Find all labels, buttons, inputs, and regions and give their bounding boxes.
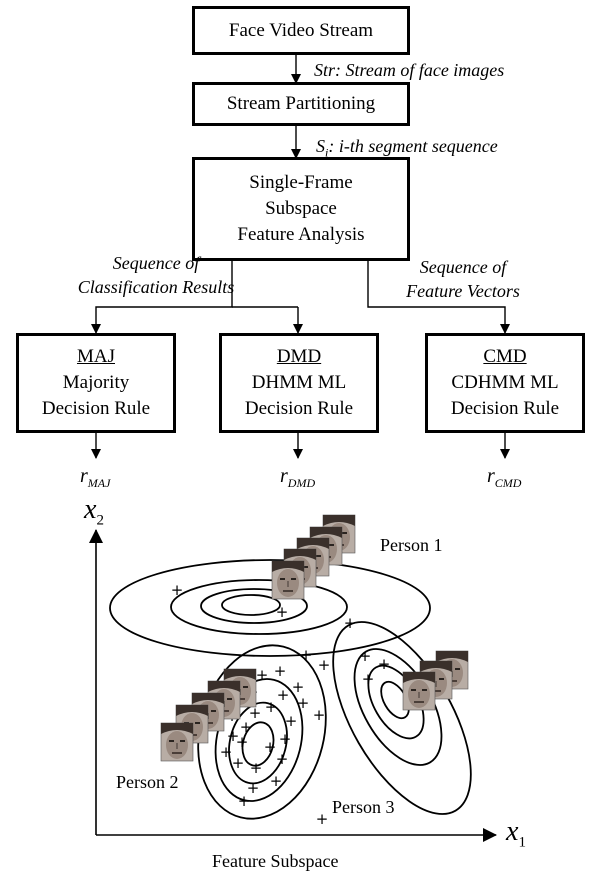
feature-analysis-box: Single-Frame Subspace Feature Analysis [192,157,410,261]
rule-abbr: CMD [483,346,527,367]
person-1-cluster [109,559,431,657]
svg-text:+: + [227,727,240,745]
stream-label: Str: Stream of face images [314,60,505,80]
result-cmd: rCMD [487,465,522,490]
box-label-line: Single-Frame [249,172,353,193]
svg-text:+: + [300,646,313,664]
result-dmd: rDMD [280,465,316,490]
svg-text:+: + [285,712,298,730]
svg-text:+: + [277,686,290,704]
face-video-stream-box: Face Video Stream [192,6,410,55]
person-2-label: Person 2 [116,772,179,792]
person-1-faces [271,514,356,600]
result-maj: rMAJ [80,465,111,490]
maj-rule-box: MAJ Majority Decision Rule [16,333,176,433]
svg-text:+: + [316,810,329,828]
face-thumbnail-icon [160,722,194,762]
svg-text:+: + [274,662,287,680]
rule-line: Decision Rule [450,398,560,419]
classification-results-label: Sequence of Classification Results [77,253,235,297]
stream-partitioning-box: Stream Partitioning [192,82,410,126]
rule-line: Decision Rule [41,398,151,419]
svg-text:+: + [238,792,251,810]
svg-text:+: + [362,670,375,688]
person-3-faces [402,650,469,711]
svg-text:+: + [378,655,391,673]
x-axis-label: x1 [506,816,526,851]
box-label-line: Subspace [265,198,337,219]
svg-text:+: + [297,694,310,712]
svg-text:+: + [236,733,249,751]
box-label-line: Feature Analysis [237,224,365,245]
person-1-label: Person 1 [380,535,443,555]
svg-text:+: + [276,750,289,768]
rule-line: DHMM ML [251,372,347,393]
svg-text:+: + [318,656,331,674]
box-label: Stream Partitioning [226,93,376,114]
feature-vectors-label: Sequence of Feature Vectors [406,257,520,301]
svg-text:+: + [247,779,260,797]
rule-line: Decision Rule [244,398,354,419]
rule-abbr: DMD [276,346,322,367]
svg-text:+: + [250,759,263,777]
rule-line: CDHMM ML [451,372,559,393]
segment-label: Si: i-th segment sequence [316,136,498,160]
svg-text:+: + [359,647,372,665]
svg-text:+: + [171,581,184,599]
svg-text:+: + [249,704,262,722]
face-thumbnail-icon [402,671,436,711]
plot-caption: Feature Subspace [212,851,339,871]
svg-text:+: + [265,698,278,716]
svg-text:+: + [292,678,305,696]
svg-text:+: + [264,738,277,756]
svg-text:+: + [256,666,269,684]
svg-text:+: + [270,772,283,790]
y-axis-label: x2 [84,494,104,529]
cmd-rule-box: CMD CDHMM ML Decision Rule [425,333,585,433]
box-label: Face Video Stream [228,19,374,41]
person-3-label: Person 3 [332,797,395,817]
svg-text:+: + [313,706,326,724]
svg-text:+: + [240,718,253,736]
svg-text:+: + [276,603,289,621]
svg-text:+: + [232,754,245,772]
rule-line: Majority [62,372,130,393]
dmd-rule-box: DMD DHMM ML Decision Rule [219,333,379,433]
face-thumbnail-icon [271,560,305,600]
rule-abbr: MAJ [76,346,115,367]
svg-text:+: + [220,743,233,761]
svg-text:+: + [344,614,357,632]
svg-text:+: + [279,730,292,748]
